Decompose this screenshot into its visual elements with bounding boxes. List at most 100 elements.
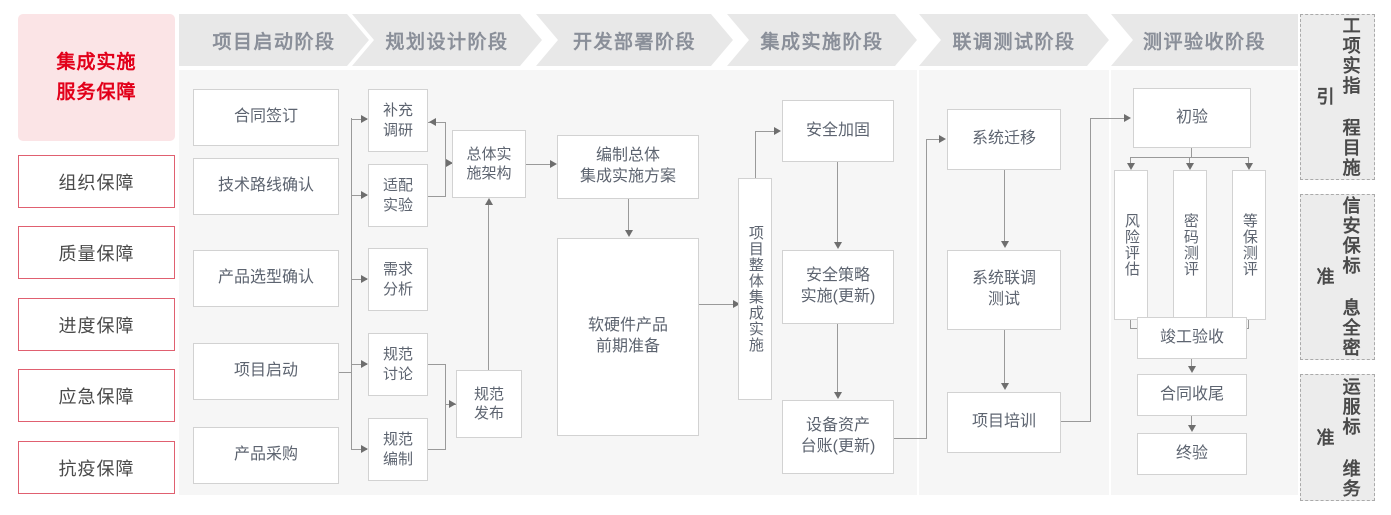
arrow-to-preliminary-icon xyxy=(1124,114,1131,122)
service-guarantee-sidebar: 集成实施 服务保障 组织保障 质量保障 进度保障 应急保障 抗疫保障 xyxy=(18,14,175,501)
node-contract-signing[interactable]: 合同签订 xyxy=(193,89,339,146)
arrow-to-drafting-icon xyxy=(361,445,368,453)
node-security-hardening[interactable]: 安全加固 xyxy=(782,100,894,162)
arrow-to-requirement-icon xyxy=(361,275,368,283)
connector-drafting-join xyxy=(428,449,446,451)
node-cryptography-evaluation[interactable]: 密码测评 xyxy=(1173,170,1207,320)
node-text-line2: 发布 xyxy=(473,405,504,422)
node-standard-drafting[interactable]: 规范 编制 xyxy=(368,418,428,481)
node-equipment-asset-ledger[interactable]: 设备资产 台账(更新) xyxy=(782,400,894,474)
connector-bus-to-drafting xyxy=(352,449,367,451)
standards-item-om-service-standard[interactable]: 运服标 维务准 xyxy=(1300,374,1375,501)
node-requirement-analysis[interactable]: 需求 分析 xyxy=(368,248,428,311)
node-mlps-evaluation[interactable]: 等保测评 xyxy=(1232,170,1266,320)
node-project-training[interactable]: 项目培训 xyxy=(947,392,1061,453)
node-hardware-software-preparation[interactable]: 软硬件产品 前期准备 xyxy=(557,238,699,436)
phase-header-4[interactable]: 集成实施阶段 xyxy=(727,14,917,66)
connector-merge-v-2 xyxy=(445,364,447,450)
node-text-line1: 需求 xyxy=(382,261,413,278)
node-preliminary-acceptance[interactable]: 初验 xyxy=(1133,88,1251,148)
node-text-line2: 编制 xyxy=(382,450,413,468)
node-adaptation-experiment[interactable]: 适配 实验 xyxy=(368,164,428,227)
arrow-to-crypto-icon xyxy=(1186,163,1194,170)
standards-item-engineering-guide-text: 工项实指 程目施引 xyxy=(1311,15,1363,179)
connector-merge-v-1 xyxy=(445,122,447,197)
node-product-purchase[interactable]: 产品采购 xyxy=(193,427,339,484)
connector-adaptation-join xyxy=(428,196,446,198)
node-risk-assessment[interactable]: 风险评估 xyxy=(1114,170,1148,320)
node-text-line2: 讨论 xyxy=(382,365,413,383)
sidebar-item-emergency[interactable]: 应急保障 xyxy=(18,369,175,422)
node-system-joint-debug-test[interactable]: 系统联调 测试 xyxy=(947,250,1061,330)
std-col-left: 工项实指 xyxy=(1340,16,1361,96)
arrow-to-training-icon xyxy=(1001,383,1009,390)
node-text-line2: 前期准备 xyxy=(595,338,660,355)
node-project-kickoff[interactable]: 项目启动 xyxy=(193,343,339,400)
service-guarantee-header-text: 集成实施 服务保障 xyxy=(56,48,136,107)
node-standard-release[interactable]: 规范 发布 xyxy=(456,370,522,438)
phase-header-6[interactable]: 测评验收阶段 xyxy=(1111,14,1298,66)
std-col-left: 运服标 xyxy=(1340,376,1361,437)
arrow-to-architecture-icon xyxy=(446,159,453,167)
connector-bus-to-requirement xyxy=(352,279,367,281)
standards-item-engineering-guide[interactable]: 工项实指 程目施引 xyxy=(1300,14,1375,180)
connector-to-preliminary xyxy=(1090,118,1126,120)
std-col-left: 信安保标 xyxy=(1340,196,1361,276)
node-text-line1: 规范 xyxy=(382,431,413,448)
node-overall-project-integration[interactable]: 项目整体集成实施 xyxy=(738,178,772,400)
connector-ledger-right xyxy=(894,438,927,440)
connector-release-to-architecture xyxy=(488,205,490,371)
arrow-to-policy-icon xyxy=(834,242,842,249)
std-col-right: 维务准 xyxy=(1314,427,1361,499)
standards-item-om-service-standard-text: 运服标 维务准 xyxy=(1311,375,1363,500)
node-security-policy-implementation[interactable]: 安全策略 实施(更新) xyxy=(782,250,894,324)
node-overall-implementation-architecture[interactable]: 总体实 施架构 xyxy=(452,130,526,198)
connector-architecture-to-plan xyxy=(526,164,552,166)
connector-split-crypto xyxy=(1189,157,1191,166)
node-text-line2: 实施(更新) xyxy=(800,288,876,305)
node-text-line2: 测试 xyxy=(987,291,1020,308)
connector-research-join xyxy=(428,122,446,124)
standards-item-infosec-standard[interactable]: 信安保标 息全密准 xyxy=(1300,194,1375,360)
node-text-line1: 补充 xyxy=(382,102,413,119)
node-text-line2: 集成实施方案 xyxy=(579,168,676,185)
connector-closure-to-final xyxy=(1191,416,1193,426)
arrow-to-ledger-icon xyxy=(834,392,842,399)
node-product-model-confirm[interactable]: 产品选型确认 xyxy=(193,250,339,307)
standards-sidebar: 工项实指 程目施引 信安保标 息全密准 运服标 维务准 xyxy=(1300,14,1375,501)
node-text-line1: 适配 xyxy=(382,177,413,194)
arrow-to-hardening-icon xyxy=(774,127,781,135)
sidebar-item-schedule[interactable]: 进度保障 xyxy=(18,298,175,351)
connector-mlps-down xyxy=(1248,320,1250,329)
node-completion-acceptance[interactable]: 竣工验收 xyxy=(1137,317,1247,359)
connector-hardening-to-policy xyxy=(837,162,839,243)
node-text-line1: 规范 xyxy=(473,385,504,403)
node-standard-discussion[interactable]: 规范 讨论 xyxy=(368,333,428,396)
sidebar-item-organization[interactable]: 组织保障 xyxy=(18,155,175,208)
connector-split-risk xyxy=(1130,157,1132,166)
sidebar-item-quality[interactable]: 质量保障 xyxy=(18,226,175,279)
sidebar-item-epidemic[interactable]: 抗疫保障 xyxy=(18,441,175,494)
connector-migration-to-joint-test xyxy=(1004,170,1006,241)
node-text-line2: 台账(更新) xyxy=(800,438,876,455)
node-system-migration[interactable]: 系统迁移 xyxy=(947,109,1061,170)
node-contract-closure[interactable]: 合同收尾 xyxy=(1137,374,1247,416)
connector-bus-to-research xyxy=(352,119,367,121)
phase-header-5[interactable]: 联调测试阶段 xyxy=(919,14,1109,66)
header-line-2: 服务保障 xyxy=(56,81,137,103)
connector-joint-test-to-training xyxy=(1004,330,1006,384)
node-supplementary-research[interactable]: 补充 调研 xyxy=(368,89,428,152)
phase-header-2[interactable]: 规划设计阶段 xyxy=(352,14,542,66)
arrow-to-risk-icon xyxy=(1127,163,1135,170)
arrow-to-migration-icon xyxy=(939,135,946,143)
arrow-to-mlps-icon xyxy=(1245,163,1253,170)
node-overall-integration-plan[interactable]: 编制总体 集成实施方案 xyxy=(557,135,699,199)
connector-integration-to-hardening xyxy=(755,131,776,133)
node-text-line1: 编制总体 xyxy=(595,147,660,165)
node-final-acceptance[interactable]: 终验 xyxy=(1137,433,1247,475)
phase-header-3[interactable]: 开发部署阶段 xyxy=(536,14,733,66)
arrow-to-preparation-icon xyxy=(625,230,633,237)
node-tech-route-confirm[interactable]: 技术路线确认 xyxy=(193,158,339,215)
phase-header-1[interactable]: 项目启动阶段 xyxy=(179,14,369,66)
connector-integration-up xyxy=(755,131,757,179)
